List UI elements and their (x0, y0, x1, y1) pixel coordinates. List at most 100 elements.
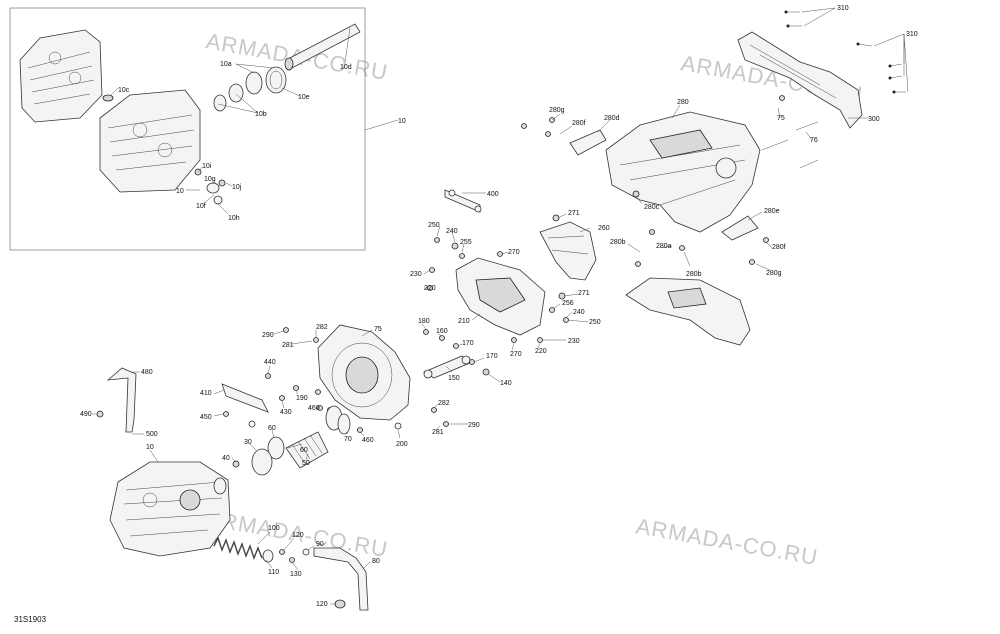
callout: 240 (573, 309, 585, 316)
callout: 270 (508, 249, 520, 256)
bolt-icon (784, 10, 906, 94)
callout: 10j (232, 184, 242, 191)
spring-icon (213, 536, 274, 563)
callout: 280e (764, 208, 780, 215)
callout: 230 (410, 271, 422, 278)
callout: 290 (468, 422, 480, 429)
hose-icon (96, 367, 137, 433)
callout: 280f (772, 244, 786, 251)
callout: 10c (118, 87, 130, 94)
callout: 310 (906, 31, 918, 38)
callout: 120 (292, 532, 304, 539)
cover-panel-icon (737, 31, 863, 129)
callout: 280b (686, 271, 702, 278)
callout: 210 (458, 318, 470, 325)
leader-lines (801, 7, 909, 119)
watermark: ARMADA-CO.RU (634, 513, 820, 570)
callout: 60 (268, 425, 276, 432)
callout: 50 (302, 460, 310, 467)
callout: 10a (220, 61, 232, 68)
drive-shaft-icon (284, 23, 361, 71)
leader-lines (423, 192, 591, 351)
hose-icon (313, 547, 369, 611)
leader-lines (149, 449, 159, 463)
callout: 480 (141, 369, 153, 376)
callout: 10b (255, 111, 267, 118)
engine-block-icon (19, 29, 201, 193)
callout: 450 (200, 414, 212, 421)
callout: 282 (438, 400, 450, 407)
callout: 10h (228, 215, 240, 222)
callout: 280d (604, 115, 620, 122)
callout: 40 (222, 455, 230, 462)
callout: 270 (510, 351, 522, 358)
callout: 170 (486, 353, 498, 360)
callout: 280c (644, 204, 660, 211)
callout: 70 (344, 436, 352, 443)
callout: 260 (598, 225, 610, 232)
callout: 430 (280, 409, 292, 416)
callout: 10 (176, 188, 184, 195)
callout: 255 (460, 239, 472, 246)
callout: 280g (549, 107, 565, 114)
bolt-icon (521, 95, 819, 267)
bolt-icon (423, 329, 490, 376)
callout: 10i (202, 163, 212, 170)
callout: 10 (146, 444, 154, 451)
callout: 400 (487, 191, 499, 198)
callout: 300 (868, 116, 880, 123)
callout: 280a (656, 243, 672, 250)
bracket-icon (221, 383, 269, 413)
callout: 60 (300, 447, 308, 454)
leader-lines (109, 27, 399, 215)
bracket-icon (569, 129, 759, 241)
callout: 130 (290, 571, 302, 578)
leader-lines (551, 104, 813, 271)
callout: 180 (418, 318, 430, 325)
callout: 440 (264, 359, 276, 366)
gearbox-housing-icon (455, 257, 546, 336)
callout: 280g (766, 270, 782, 277)
callout: 160 (436, 328, 448, 335)
bolt-icon (283, 327, 449, 427)
callout: 271 (578, 290, 590, 297)
bellows-icon (285, 431, 329, 469)
callout: 110 (268, 569, 279, 576)
callout: 120 (316, 601, 328, 608)
callout: 220 (535, 348, 547, 355)
callout: 190 (296, 395, 308, 402)
callout: 75 (777, 115, 785, 122)
callout: 170 (462, 340, 474, 347)
gearbox-housing-icon (109, 461, 231, 557)
callout: 490 (80, 411, 92, 418)
bolt-icon (223, 373, 299, 428)
bracket-icon (444, 189, 482, 213)
callout: 10 (398, 118, 406, 125)
callout: 150 (448, 375, 460, 382)
callout: 140 (500, 380, 512, 387)
callout: 282 (316, 324, 328, 331)
gearbox-housing-icon (317, 324, 411, 421)
leader-lines (257, 531, 371, 605)
callout: 100 (268, 525, 280, 532)
callout: 220 (424, 285, 436, 292)
inset-frame (9, 7, 366, 251)
leader-lines (213, 365, 299, 417)
diagram-code: 31S1903 (14, 615, 47, 624)
cover-panel-icon (605, 111, 761, 233)
callout: 281 (432, 429, 444, 436)
bolt-icon (232, 405, 402, 468)
callout: 230 (568, 338, 580, 345)
callout: 271 (568, 210, 580, 217)
callout: 75 (374, 326, 382, 333)
callout: 256 (562, 300, 574, 307)
callout: 250 (589, 319, 601, 326)
callout: 460 (362, 437, 374, 444)
callout: 90 (316, 541, 324, 548)
callout: 310 (837, 5, 849, 12)
cover-panel-icon (625, 277, 751, 346)
callout: 280f (572, 120, 586, 127)
callout: 240 (446, 228, 458, 235)
leader-lines (421, 323, 501, 383)
